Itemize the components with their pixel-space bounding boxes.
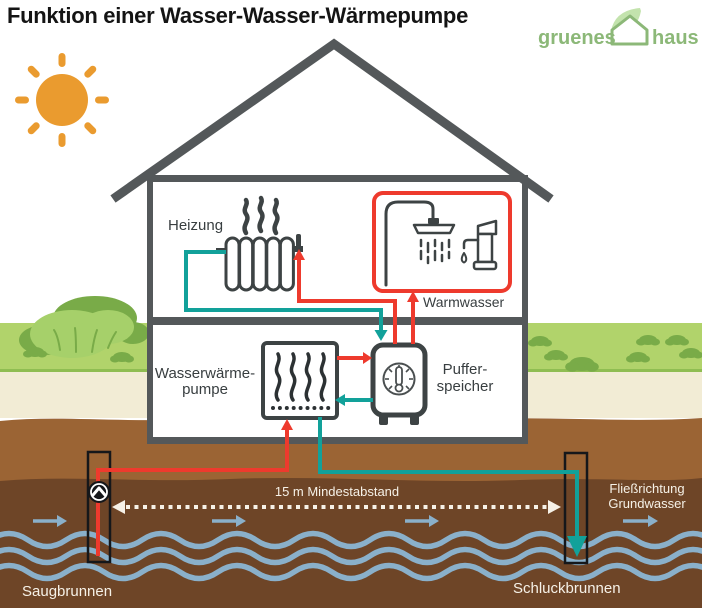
groundwater-flow-arrow-icon — [33, 515, 658, 527]
injection-well-label: Schluckbrunnen — [513, 580, 621, 597]
roof — [110, 38, 554, 203]
cold-pipe — [184, 250, 579, 537]
heat-pump-label: Wasserwärme- pumpe — [148, 366, 262, 398]
buffer-tank-label: Puffer- speicher — [430, 361, 500, 395]
warmwasser-label: Warmwasser — [423, 294, 505, 310]
groundwater-flow-label: Fließrichtung Grundwasser — [597, 481, 697, 511]
groundwater-flow-label-line1: Fließrichtung — [609, 481, 685, 496]
bush-icon — [19, 296, 149, 358]
groundwater-waves-icon — [0, 530, 702, 582]
buffer-tank-label-line2: speicher — [436, 378, 494, 395]
hot-water-box — [372, 191, 512, 293]
injection-well — [563, 451, 589, 565]
diagram-title: Funktion einer Wasser-Wasser-Wärmepumpe — [7, 3, 468, 28]
heat-pump-label-line1: Wasserwärme- — [154, 365, 256, 382]
shower-icon — [384, 200, 456, 287]
logo-text-haus: haus — [652, 27, 699, 49]
logo-text-gruenes: gruenes — [538, 27, 616, 49]
groundwater-flow-label-line2: Grundwasser — [608, 496, 686, 511]
sun-icon — [15, 53, 109, 147]
suction-well — [86, 450, 112, 564]
heat-pump-label-line2: pumpe — [182, 381, 228, 398]
radiator-icon — [216, 195, 303, 292]
hot-pipe-arrows — [281, 249, 419, 430]
distance-label: 15 m Mindestabstand — [274, 484, 400, 499]
cold-pipe-arrows — [335, 330, 587, 557]
heizung-label: Heizung — [168, 217, 224, 234]
leaf-house-icon — [610, 8, 649, 46]
buffer-tank-label-line1: Puffer- — [442, 361, 488, 378]
hot-pipe — [96, 258, 415, 556]
heat-pump-icon — [261, 341, 339, 420]
buffer-tank-icon — [370, 342, 428, 425]
heat-waves-icon — [242, 195, 280, 236]
suction-well-label: Saugbrunnen — [22, 583, 113, 600]
distance-dotted-arrow — [112, 500, 561, 514]
faucet-icon — [460, 219, 498, 271]
well-pump-icon — [88, 481, 110, 503]
thermometer-gauge-icon — [382, 362, 416, 396]
